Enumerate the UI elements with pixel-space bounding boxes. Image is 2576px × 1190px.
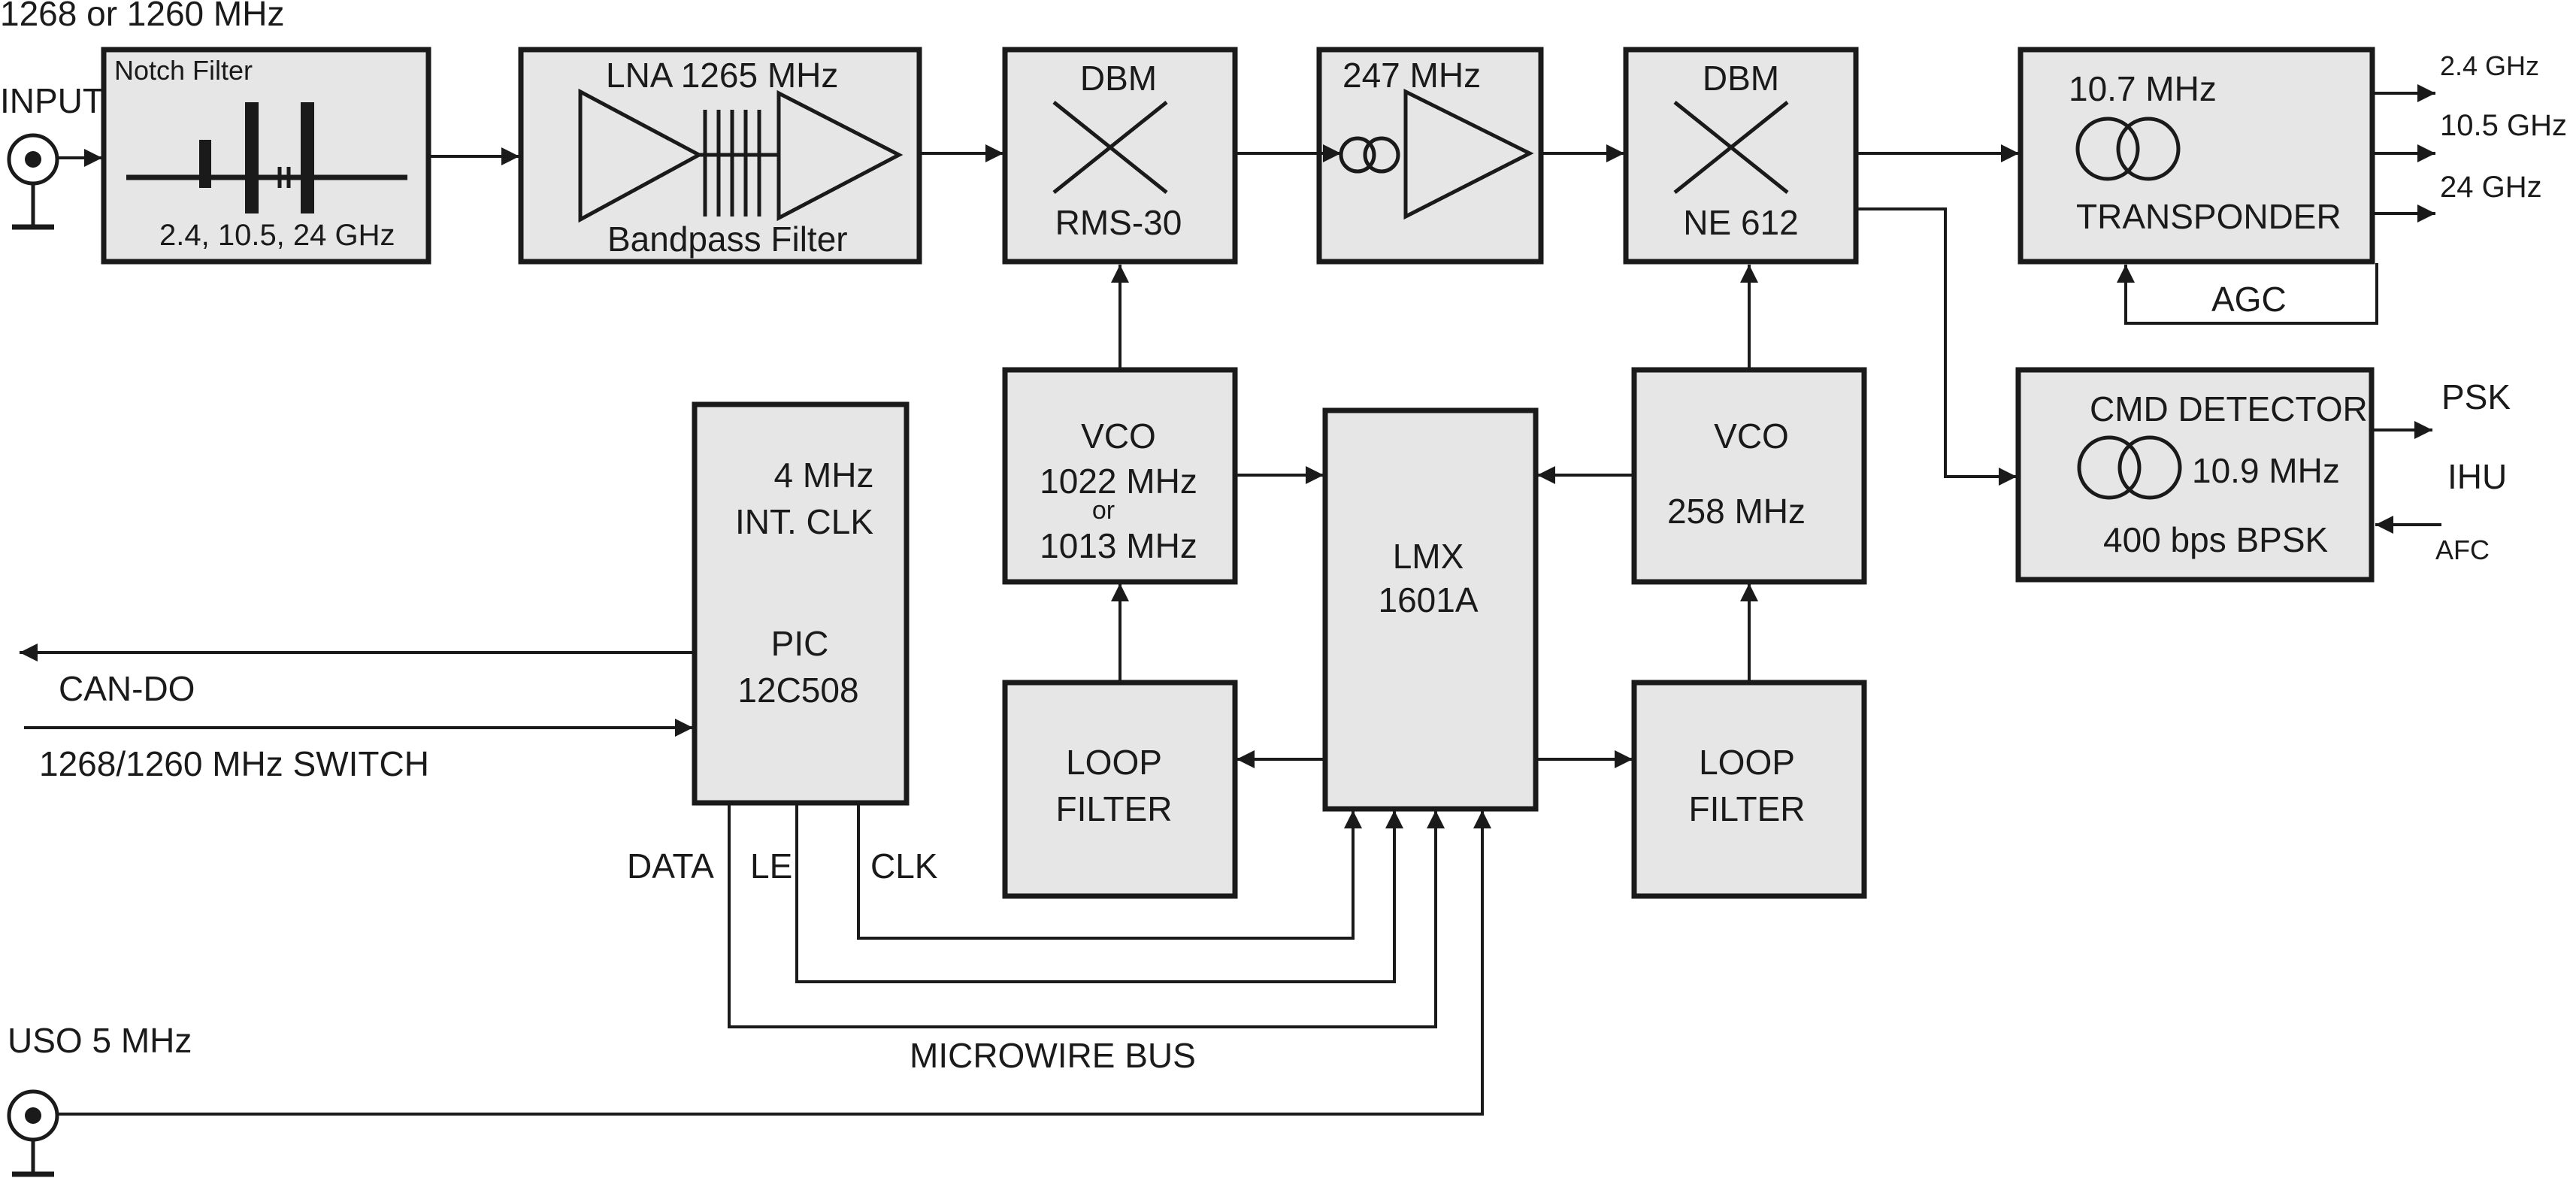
notch-filter-block	[101, 47, 431, 265]
mixer-2-icon	[1673, 101, 1789, 194]
lna-title: LNA 1265 MHz	[606, 56, 838, 95]
cmd-frequency-label: 10.9 MHz	[2192, 451, 2340, 490]
loop-filter-2-label-2: FILTER	[1688, 789, 1805, 828]
notch-filter-title: Notch Filter	[114, 55, 253, 86]
ihu-label: IHU	[2447, 457, 2507, 496]
vco2-title: VCO	[1714, 416, 1789, 456]
pic-label-1: PIC	[771, 624, 829, 663]
transponder-frequency-label: 10.7 MHz	[2069, 69, 2217, 108]
wire-clk-bus	[857, 804, 1362, 940]
cmd-transformer-icon	[2077, 435, 2182, 500]
lmx-label-2: 1601A	[1378, 580, 1478, 619]
wire-data-bus	[728, 804, 1445, 1028]
loop-filter-2-block	[1631, 680, 1867, 899]
pic-clock-label-2: INT. CLK	[735, 502, 873, 541]
lmx-label-1: LMX	[1393, 537, 1464, 576]
can-do-label: CAN-DO	[59, 669, 195, 708]
wire-dbm2-to-cmd-detector	[1857, 207, 2017, 486]
output-24ghz-label: 24 GHz	[2440, 171, 2542, 204]
input-connector-icon	[7, 133, 59, 230]
notch-bands-label: 2.4, 10.5, 24 GHz	[159, 219, 395, 252]
vco1-frequency-1: 1022 MHz	[1040, 462, 1197, 501]
loop-filter-1-label-2: FILTER	[1055, 789, 1172, 828]
vco-1-block	[1002, 367, 1238, 585]
output-2-4ghz-label: 2.4 GHz	[2440, 50, 2539, 81]
cmd-detector-block	[2015, 367, 2375, 583]
pic-label-2: 12C508	[737, 671, 858, 710]
microwire-bus-label: MICROWIRE BUS	[910, 1036, 1196, 1075]
cmd-rate-label: 400 bps BPSK	[2103, 520, 2329, 559]
lna-subtitle: Bandpass Filter	[607, 220, 848, 259]
dbm1-top-label: DBM	[1080, 59, 1157, 98]
clk-line-label: CLK	[870, 846, 938, 886]
notch-filter-icon	[126, 102, 407, 213]
switch-label: 1268/1260 MHz SWITCH	[39, 744, 429, 783]
lna-amplifier-icon	[578, 88, 904, 223]
dbm2-bottom-label: NE 612	[1683, 203, 1798, 242]
uso-label: USO 5 MHz	[8, 1021, 192, 1060]
pic-clock-label-1: 4 MHz	[774, 456, 874, 495]
if-frequency-label: 247 MHz	[1342, 56, 1481, 95]
psk-label: PSK	[2441, 377, 2511, 416]
transponder-label: TRANSPONDER	[2076, 197, 2341, 236]
vco2-frequency: 258 MHz	[1667, 492, 1806, 531]
agc-label: AGC	[2211, 280, 2287, 319]
data-line-label: DATA	[627, 846, 714, 886]
cmd-detector-title: CMD DETECTOR	[2090, 389, 2368, 428]
loop-filter-2-label-1: LOOP	[1699, 743, 1795, 782]
lmx-1601a-block	[1322, 407, 1539, 812]
mixer-1-icon	[1052, 101, 1168, 194]
uso-connector-icon	[7, 1089, 59, 1177]
transponder-block	[2018, 47, 2375, 265]
output-10-5ghz-label: 10.5 GHz	[2440, 109, 2567, 142]
vco1-title: VCO	[1081, 416, 1156, 456]
vco1-frequency-2: 1013 MHz	[1040, 526, 1197, 565]
input-label: INPUT	[0, 81, 104, 120]
afc-label: AFC	[2435, 534, 2490, 565]
le-line-label: LE	[750, 846, 792, 886]
input-frequency-label: 1268 or 1260 MHz	[0, 0, 284, 33]
wire-le-bus	[795, 804, 1403, 983]
wire-uso-ref	[57, 810, 1491, 1116]
vco-2-block	[1631, 367, 1867, 585]
dbm1-bottom-label: RMS-30	[1055, 203, 1182, 242]
pic-12c508-block	[692, 401, 910, 806]
dbm2-top-label: DBM	[1703, 59, 1779, 98]
if-amplifier-block	[1316, 47, 1544, 265]
loop-filter-1-block	[1002, 680, 1238, 899]
transponder-transformer-icon	[2075, 117, 2181, 181]
wire-agc-loop	[2117, 263, 2378, 325]
vco1-or-label: or	[1092, 496, 1115, 525]
loop-filter-1-label-1: LOOP	[1066, 743, 1162, 782]
